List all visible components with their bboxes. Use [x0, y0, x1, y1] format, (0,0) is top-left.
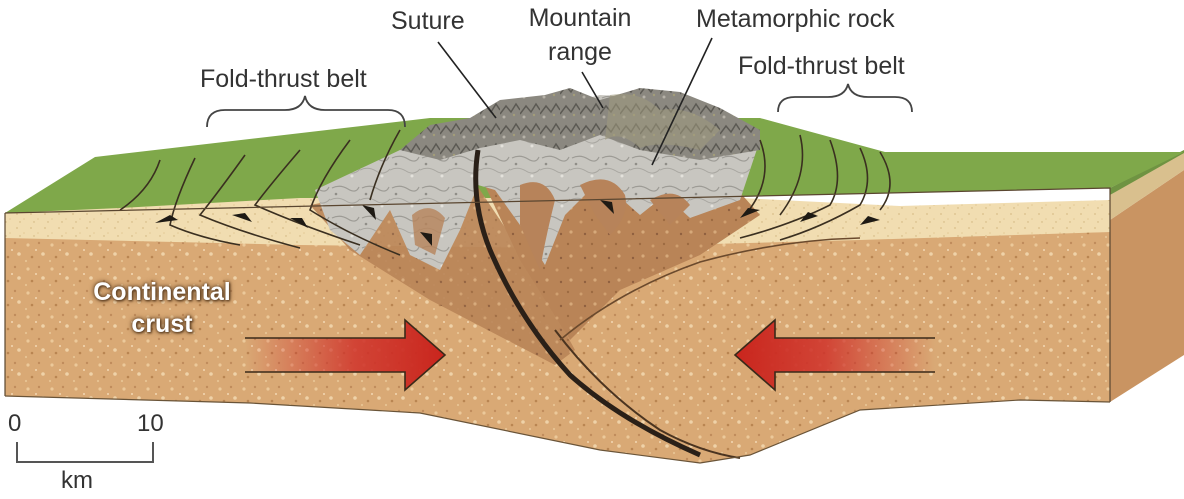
suture-fault — [473, 149, 702, 458]
right-compression-arrow — [733, 318, 935, 392]
slip-arrows — [155, 200, 880, 246]
metamorphic-rock-leader — [651, 37, 713, 166]
continental-crust-label: Continental crust — [62, 276, 262, 340]
continental-crust-label-line2: crust — [131, 310, 193, 338]
mountain-range-label-line2: range — [548, 38, 612, 66]
fold-thrust-bracket-left — [206, 95, 406, 128]
thrust-faults-left — [119, 129, 401, 256]
mountain-range-leader — [581, 71, 604, 109]
fold-thrust-belt-left-label: Fold-thrust belt — [200, 65, 367, 93]
scale-bar — [16, 442, 154, 463]
fold-thrust-bracket-right — [777, 83, 913, 113]
thrust-faults-right — [739, 134, 891, 241]
scale-end-label: 10 — [137, 410, 164, 437]
suture-label: Suture — [391, 7, 465, 35]
fold-thrust-belt-right-label: Fold-thrust belt — [738, 52, 905, 80]
mountain-range-label-line1: Mountain — [528, 4, 632, 32]
scale-start-label: 0 — [8, 410, 22, 437]
block-side-face — [1110, 170, 1184, 402]
suture-leader — [437, 41, 497, 119]
scale-unit-label: km — [61, 467, 93, 494]
continental-crust-label-line1: Continental — [93, 278, 231, 306]
left-compression-arrow — [245, 318, 447, 392]
metamorphic-rock-label: Metamorphic rock — [696, 5, 895, 33]
